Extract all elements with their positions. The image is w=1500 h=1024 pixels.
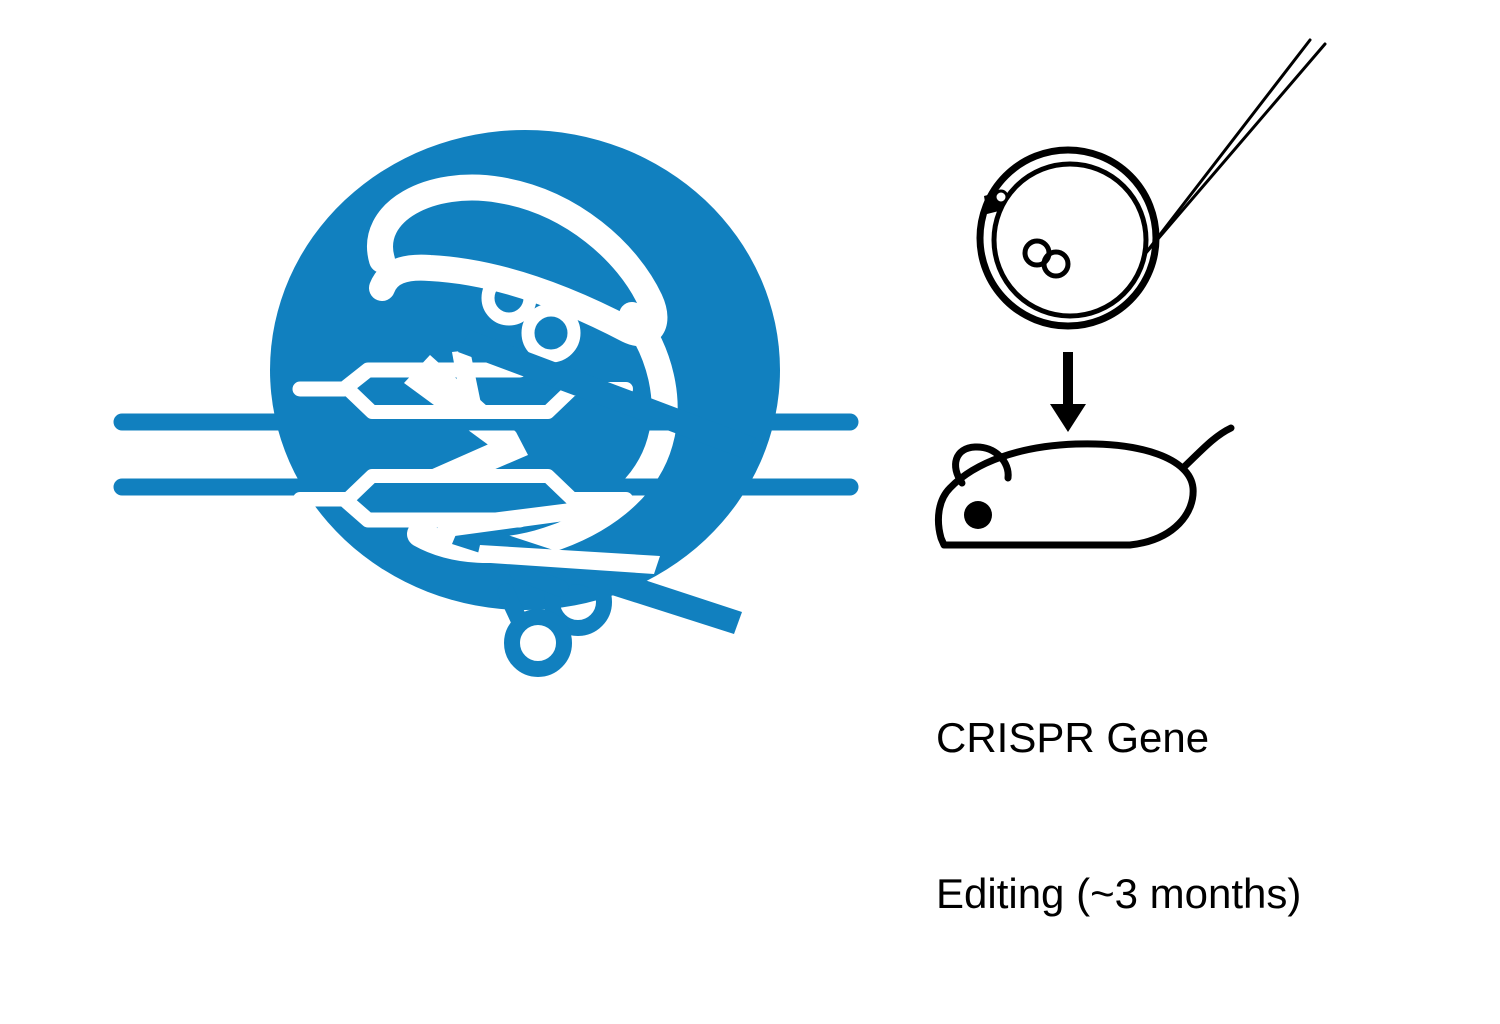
guide-rna-rings bbox=[481, 270, 581, 363]
caption-block: CRISPR Gene Editing (~3 months) bbox=[936, 608, 1456, 1024]
microinjection-illustration bbox=[934, 38, 1327, 549]
scissors-inner-highlight bbox=[436, 498, 660, 574]
holding-pipette-tip bbox=[984, 189, 1009, 214]
mouse-ear bbox=[952, 443, 1012, 487]
caption-line-2: Editing (~3 months) bbox=[936, 870, 1302, 917]
mouse-eye bbox=[964, 501, 992, 529]
mouse-body bbox=[934, 440, 1197, 549]
scissors-handle-rings bbox=[504, 568, 612, 677]
workflow-arrow bbox=[1050, 352, 1086, 432]
mouse-illustration bbox=[934, 424, 1235, 549]
injection-micropipette bbox=[1143, 38, 1327, 256]
embryo-outer-membrane bbox=[976, 146, 1160, 330]
embryo-pronuclei bbox=[1022, 238, 1071, 279]
mouse-tail bbox=[1179, 424, 1235, 472]
caption-line-1: CRISPR Gene bbox=[936, 714, 1210, 761]
crispr-logo bbox=[113, 130, 859, 677]
scissors-handle-arms bbox=[497, 563, 569, 631]
dna-strands bbox=[113, 413, 859, 496]
figure-canvas: CRISPR Gene Editing (~3 months) bbox=[113, 38, 1327, 917]
embryo-inner-membrane bbox=[991, 161, 1149, 319]
